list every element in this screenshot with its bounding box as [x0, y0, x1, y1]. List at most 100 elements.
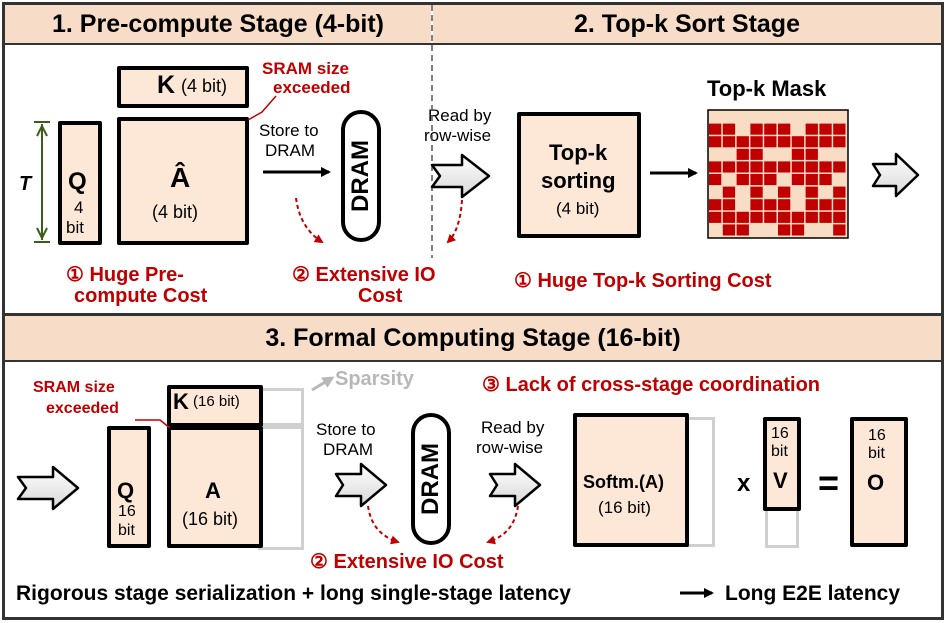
mask-cell: [819, 211, 832, 223]
topk-cost: ① Huge Top-k Sorting Cost: [514, 270, 772, 292]
mask-cell: [764, 224, 777, 236]
mask-cell: [778, 161, 791, 173]
store-to-line2: DRAM: [265, 141, 316, 160]
mask-cell: [819, 111, 832, 123]
mask-cell: [722, 211, 736, 223]
mask-cell: [736, 123, 749, 135]
mask-cell: [778, 123, 791, 135]
block-arrows: [16, 152, 920, 511]
mask-title: Top-k Mask: [707, 76, 827, 101]
stage-separator: [5, 313, 941, 316]
sram-note3-line2: exceeded: [46, 400, 119, 417]
stage3-header: 3. Formal Computing Stage (16-bit): [5, 316, 941, 360]
mask-cell: [833, 224, 846, 236]
mask-cell: [736, 148, 749, 160]
softmax-sparse-shadow: [685, 417, 715, 547]
k-bits: (4 bit): [181, 76, 228, 96]
mask-cell: [805, 224, 818, 236]
mask-cell: [819, 123, 832, 135]
q-bits-1: 4: [74, 198, 84, 217]
mask-cell: [764, 148, 777, 160]
a-hat-bits: (4 bit): [152, 202, 199, 222]
k-matrix-4bit: [117, 66, 249, 108]
mask-cell: [833, 148, 846, 160]
mask-cell: [736, 186, 749, 198]
read-by-line2: row-wise: [424, 126, 492, 145]
mask-cell: [791, 199, 805, 211]
io-arrow-4: [486, 505, 519, 545]
mask-cell: [805, 111, 818, 123]
mask-cell: [736, 136, 749, 148]
o-bits-1: 16: [868, 427, 886, 444]
q16-label: Q: [117, 478, 135, 503]
mask-cell: [750, 224, 763, 236]
topk-sorting-line2: sorting: [541, 168, 616, 193]
q16-bits-1: 16: [118, 503, 136, 520]
mask-cell: [778, 224, 791, 236]
mask-cell: [736, 199, 749, 211]
mask-cell: [750, 161, 763, 173]
mask-cell: [805, 123, 818, 135]
v-matrix: [763, 417, 801, 511]
stage1-header: 1. Pre-compute Stage (4-bit): [5, 5, 431, 43]
mask-cell: [791, 136, 805, 148]
mask-cell: [805, 211, 818, 223]
topk-sorting-block: [517, 112, 641, 238]
k16-label: K: [173, 389, 189, 414]
io-cost-stage3: ② Extensive IO Cost: [310, 551, 504, 573]
sram-note3-line1: SRAM size: [33, 379, 115, 396]
sram-leader-1: [247, 95, 277, 121]
mask-cell: [764, 136, 777, 148]
io-cost-line1: ② Extensive IO: [292, 264, 436, 286]
k16-bits: (16 bit): [193, 393, 240, 410]
mask-cell: [709, 174, 722, 186]
t-dimension-label: T: [19, 173, 32, 195]
read-block-arrow-3: [488, 462, 542, 508]
mask-cell: [709, 161, 722, 173]
mask-cell: [750, 123, 763, 135]
stage2-header: 2. Top-k Sort Stage: [433, 5, 941, 43]
mask-cell: [819, 224, 832, 236]
mask-cell: [791, 224, 805, 236]
softmax-bits: (16 bit): [598, 498, 651, 517]
k-label: K: [157, 71, 176, 99]
q-matrix-4bit: [58, 121, 102, 245]
mask-cell: [764, 111, 777, 123]
k-sparse-shadow: [258, 388, 304, 426]
mask-cell: [722, 111, 736, 123]
v-label: V: [773, 468, 788, 493]
q16-bits-2: bit: [118, 522, 135, 539]
mask-cell: [722, 123, 736, 135]
mask-cell: [709, 123, 722, 135]
io-cost-line2: Cost: [358, 285, 403, 307]
read-block-arrow-1: [430, 153, 491, 199]
mask-cell: [736, 161, 749, 173]
store-to-line1: Store to: [259, 121, 319, 140]
mask-cell: [764, 211, 777, 223]
io-arrow-3: [367, 505, 400, 545]
topk-sorting-bits: (4 bit): [556, 199, 600, 218]
v-sparse-shadow: [765, 508, 799, 548]
mask-cell: [709, 211, 722, 223]
mask-cell: [805, 136, 818, 148]
sram-note-line2: exceeded: [273, 78, 351, 97]
mask-cell: [778, 136, 791, 148]
a-hat-label: Â: [170, 162, 191, 193]
header-underline: [5, 43, 941, 45]
softmax-block: [573, 413, 689, 547]
io-arrow-2: [446, 199, 463, 244]
o-bits-2: bit: [868, 445, 885, 462]
store-to3-line1: Store to: [316, 420, 376, 439]
mask-cell: [791, 111, 805, 123]
mask-cell: [819, 186, 832, 198]
footer-right: Long E2E latency: [725, 582, 901, 605]
mask-cell: [778, 211, 791, 223]
store-to3-line2: DRAM: [323, 440, 374, 459]
stage3-in-block-arrow: [16, 465, 80, 511]
topk-sorting-line1: Top-k: [549, 140, 608, 165]
mask-cell: [709, 111, 722, 123]
a16-label: A: [205, 478, 221, 503]
read-by3-line1: Read by: [481, 418, 545, 437]
read-by3-line2: row-wise: [476, 438, 544, 457]
